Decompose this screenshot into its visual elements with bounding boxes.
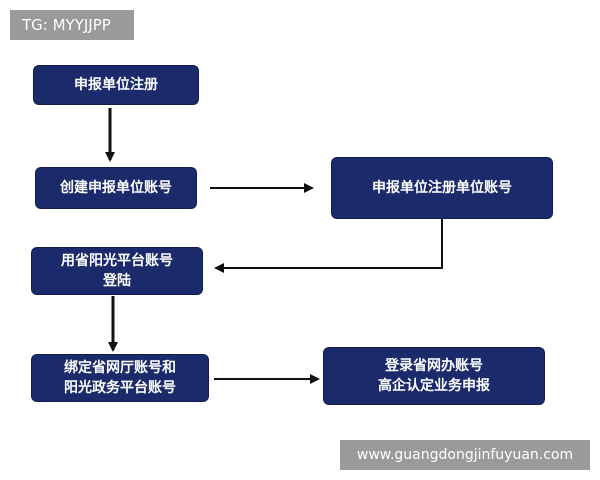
step-register-unit-label: 申报单位注册 xyxy=(74,77,158,93)
step-application-line1: 登录省网办账号 xyxy=(385,358,483,374)
step-register-unit-account: 申报单位注册单位账号 xyxy=(332,158,552,218)
step-bind-accounts: 绑定省网厅账号和 阳光政务平台账号 xyxy=(32,355,208,401)
step-register-unit-account-label: 申报单位注册单位账号 xyxy=(372,180,512,196)
step-login-sunshine-platform: 用省阳光平台账号 登陆 xyxy=(32,248,202,294)
step-create-account: 创建申报单位账号 xyxy=(36,168,196,208)
watermark-tag: TG: MYYJJPP xyxy=(10,10,134,40)
step-create-account-label: 创建申报单位账号 xyxy=(60,180,172,196)
step-bind-line2: 阳光政务平台账号 xyxy=(64,380,176,396)
footer-url-tag: www.guangdongjinfuyuan.com xyxy=(340,440,590,470)
step-hightech-application: 登录省网办账号 高企认定业务申报 xyxy=(324,348,544,404)
arrow-step3-to-step4 xyxy=(214,218,443,273)
step-application-line2: 高企认定业务申报 xyxy=(378,378,490,394)
step-login-line2: 登陆 xyxy=(103,273,131,289)
step-login-line1: 用省阳光平台账号 xyxy=(61,253,173,269)
step-bind-line1: 绑定省网厅账号和 xyxy=(64,360,176,376)
step-register-unit: 申报单位注册 xyxy=(34,66,198,104)
